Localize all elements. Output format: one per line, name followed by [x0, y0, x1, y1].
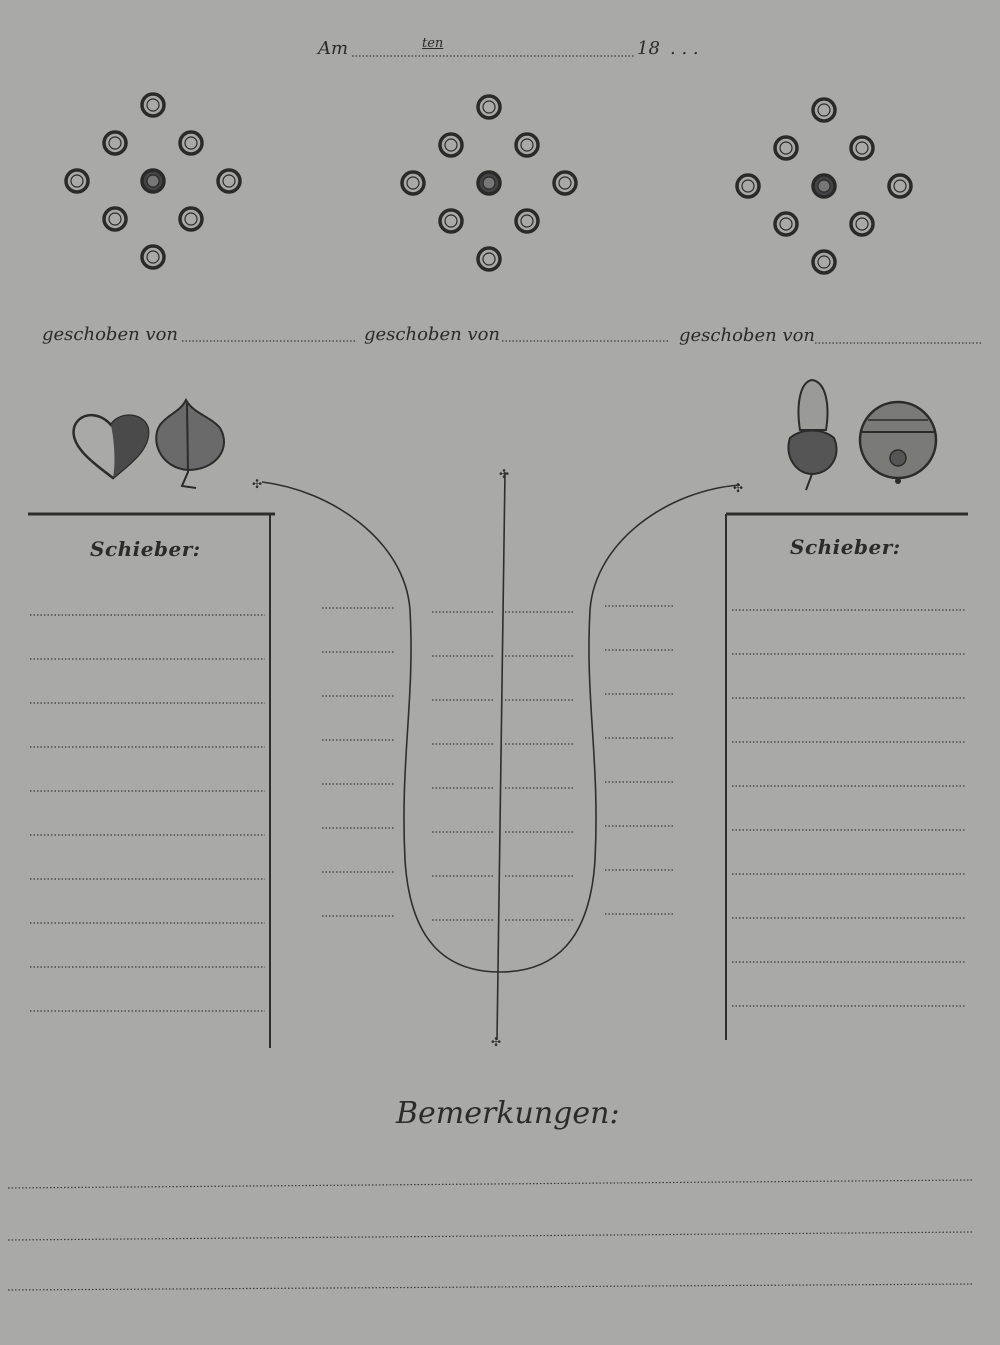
bell-icon — [858, 400, 938, 484]
right-scorer-box — [725, 512, 968, 1040]
pin-inner-ring — [779, 217, 793, 231]
pin-inner-ring — [779, 141, 793, 155]
pin-inner-ring — [146, 98, 160, 112]
am-label: Am — [318, 38, 349, 59]
central-u-diagram — [261, 471, 741, 1041]
pin-inner-ring — [817, 255, 831, 269]
pin-label-1: geschoben von — [42, 324, 179, 345]
arrow-marks: ✣ ✣ ✣ ✣ — [252, 467, 743, 1049]
pin-inner-ring — [146, 174, 160, 188]
pin-icon — [887, 173, 913, 199]
pin-inner-ring — [741, 179, 755, 193]
pin-icon — [773, 135, 799, 161]
svg-text:✣: ✣ — [252, 477, 262, 491]
pin-icon — [514, 132, 540, 158]
pin-inner-ring — [817, 179, 831, 193]
pin-inner-ring — [893, 179, 907, 193]
pin-icon — [811, 97, 837, 123]
pin-icon — [140, 92, 166, 118]
pin-inner-ring — [558, 176, 572, 190]
pin-icon — [476, 94, 502, 120]
left-scorer-label: Schieber: — [90, 537, 201, 561]
pin-inner-ring — [108, 136, 122, 150]
svg-text:✣: ✣ — [733, 481, 743, 495]
pin-inner-ring — [108, 212, 122, 226]
pin-inner-ring — [222, 174, 236, 188]
svg-text:✣: ✣ — [499, 467, 509, 481]
pin-label-3: geschoben von — [679, 325, 816, 346]
pin-inner-ring — [482, 176, 496, 190]
pin-inner-ring — [855, 217, 869, 231]
pin-icon — [811, 249, 837, 275]
pin-inner-ring — [444, 138, 458, 152]
heart-icon — [72, 414, 150, 480]
pin-icon — [140, 244, 166, 270]
pin-icon — [438, 208, 464, 234]
left-scorer-box — [28, 512, 275, 1048]
pin-icon — [514, 208, 540, 234]
pin-icon — [178, 130, 204, 156]
pin-icon — [178, 206, 204, 232]
pin-inner-ring — [817, 103, 831, 117]
pin-inner-ring — [520, 214, 534, 228]
right-scorer-lines — [732, 609, 965, 1007]
pin-inner-ring — [482, 252, 496, 266]
pin-inner-ring — [855, 141, 869, 155]
pin-icon — [735, 173, 761, 199]
pin-icon — [102, 206, 128, 232]
remark-lines — [7, 1179, 973, 1291]
pin-icon — [849, 135, 875, 161]
pin-icon — [216, 168, 242, 194]
pin-icon — [773, 211, 799, 237]
left-scorer-lines — [30, 614, 265, 1012]
pin-icon — [400, 170, 426, 196]
geschoben-lines — [182, 340, 983, 344]
pin-inner-ring — [444, 214, 458, 228]
remarks-label: Bemerkungen: — [396, 1096, 620, 1131]
pin-inner-ring — [406, 176, 420, 190]
pin-diagrams — [64, 92, 913, 275]
svg-text:✣: ✣ — [491, 1035, 501, 1049]
pin-inner-ring — [482, 100, 496, 114]
leaf-icon — [155, 397, 226, 489]
pin-inner-ring — [184, 136, 198, 150]
pin-icon — [552, 170, 578, 196]
year-label: 18 — [637, 38, 660, 59]
pin-inner-ring — [184, 212, 198, 226]
pin-inner-ring — [146, 250, 160, 264]
pin-inner-ring — [70, 174, 84, 188]
pin-icon — [849, 211, 875, 237]
acorn-icon — [787, 378, 838, 491]
pin-label-2: geschoben von — [364, 324, 501, 345]
year-trailing: . . . — [670, 38, 699, 59]
pin-inner-ring — [520, 138, 534, 152]
ten-label: ten — [422, 36, 444, 51]
pin-icon — [102, 130, 128, 156]
pin-icon — [476, 246, 502, 272]
right-scorer-label: Schieber: — [790, 535, 901, 559]
pin-icon — [64, 168, 90, 194]
center-dotted-lines — [322, 605, 673, 921]
pin-icon — [438, 132, 464, 158]
